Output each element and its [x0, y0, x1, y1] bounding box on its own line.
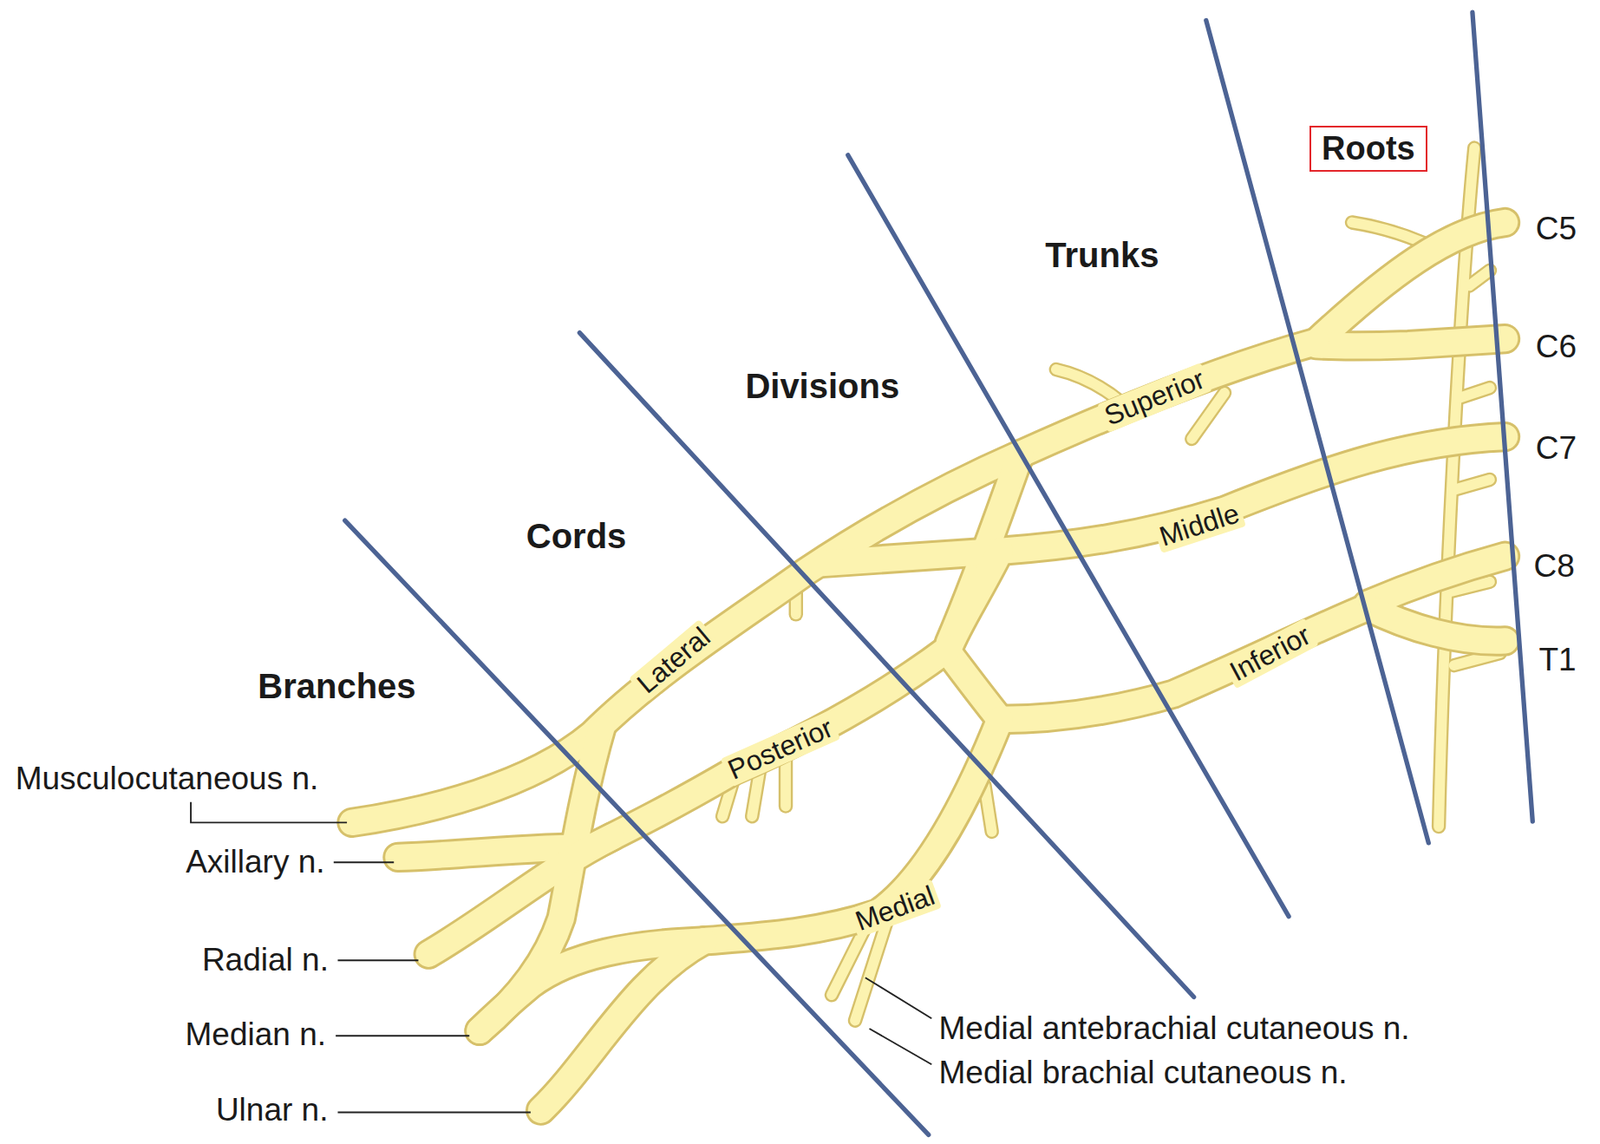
leader-line: [869, 1028, 933, 1065]
section-heading: Roots: [1321, 130, 1416, 167]
section-heading: Branches: [257, 666, 416, 706]
section-line: [848, 155, 1289, 917]
root-label: C7: [1535, 431, 1577, 467]
nerve-name: Ulnar n.: [215, 1092, 329, 1129]
section-line: [1206, 20, 1430, 843]
root-label: C6: [1535, 329, 1577, 366]
root-label: C8: [1534, 548, 1575, 585]
nerve-fill: [352, 222, 1506, 1111]
section-line: [345, 520, 929, 1135]
leader-line: [190, 802, 347, 823]
trunk-label: Inferior: [1221, 617, 1320, 689]
nerve-name: Radial n.: [202, 942, 329, 979]
nerve-name: Median n.: [185, 1017, 327, 1053]
leader-line: [865, 977, 932, 1019]
nerve-name: Musculocutaneous n.: [15, 761, 320, 797]
leader-line: [337, 959, 418, 961]
leader-line: [333, 861, 394, 863]
root-label: C5: [1535, 211, 1577, 248]
leader-line: [337, 1111, 530, 1114]
section-heading: Divisions: [744, 366, 900, 405]
root-label: T1: [1538, 642, 1576, 679]
section-heading: Trunks: [1044, 235, 1159, 275]
section-heading-box: Roots: [1309, 125, 1428, 172]
section-lines: [345, 12, 1534, 1135]
nerve-name: Axillary n.: [185, 844, 325, 881]
nerve-name: Medial brachial cutaneous n.: [939, 1055, 1348, 1091]
nerve-outline: [352, 222, 1506, 1111]
section-line: [1472, 12, 1533, 822]
leader-line: [335, 1034, 470, 1037]
nerve-name: Medial antebrachial cutaneous n.: [939, 1011, 1411, 1047]
section-heading: Cords: [526, 516, 627, 556]
section-line: [579, 333, 1194, 998]
